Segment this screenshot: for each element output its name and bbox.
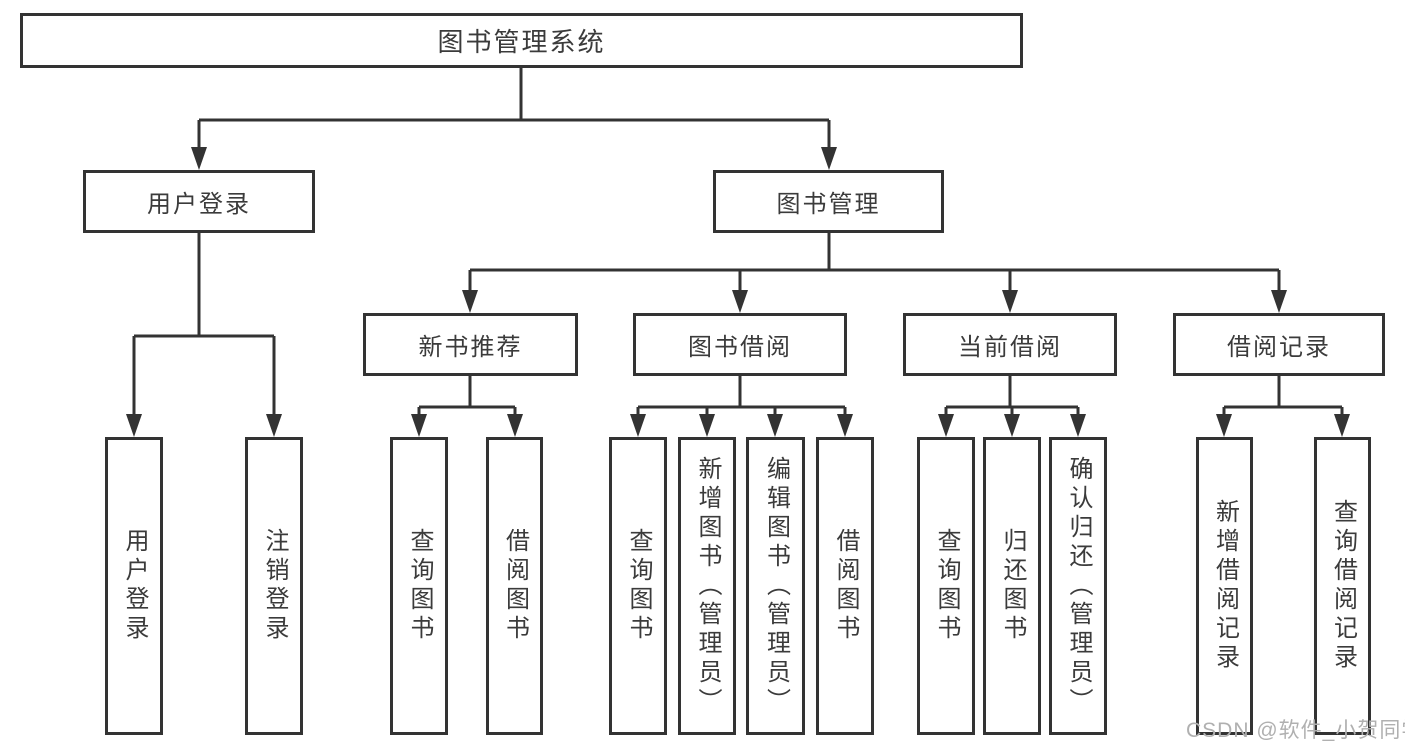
- leaf-query-borrow-record: 查询借阅记录: [1314, 437, 1371, 735]
- leaf-add-borrow-record: 新增借阅记录: [1196, 437, 1253, 735]
- leaf-query-book-current: 查询图书: [917, 437, 975, 735]
- leaf-user-login: 用户登录: [105, 437, 163, 735]
- node-borrowing-records: 借阅记录: [1173, 313, 1385, 376]
- leaf-query-book-borrowing: 查询图书: [609, 437, 667, 735]
- leaf-logout: 注销登录: [245, 437, 303, 735]
- leaf-borrow-book-recommend: 借阅图书: [486, 437, 543, 735]
- leaf-borrow-book-borrowing: 借阅图书: [816, 437, 874, 735]
- node-current-borrowing: 当前借阅: [903, 313, 1117, 376]
- csdn-watermark: CSDN @软件_小贺同学: [1186, 719, 1405, 742]
- leaf-query-book-recommend: 查询图书: [390, 437, 448, 735]
- leaf-add-book-admin: 新增图书（管理员）: [678, 437, 736, 735]
- node-user-login: 用户登录: [83, 170, 315, 233]
- node-book-borrowing: 图书借阅: [633, 313, 847, 376]
- node-book-management: 图书管理: [713, 170, 944, 233]
- node-new-book-recommend: 新书推荐: [363, 313, 578, 376]
- leaf-return-book: 归还图书: [983, 437, 1041, 735]
- leaf-confirm-return-admin: 确认归还（管理员）: [1049, 437, 1107, 735]
- node-root-library-system: 图书管理系统: [20, 13, 1023, 68]
- leaf-edit-book-admin: 编辑图书（管理员）: [746, 437, 805, 735]
